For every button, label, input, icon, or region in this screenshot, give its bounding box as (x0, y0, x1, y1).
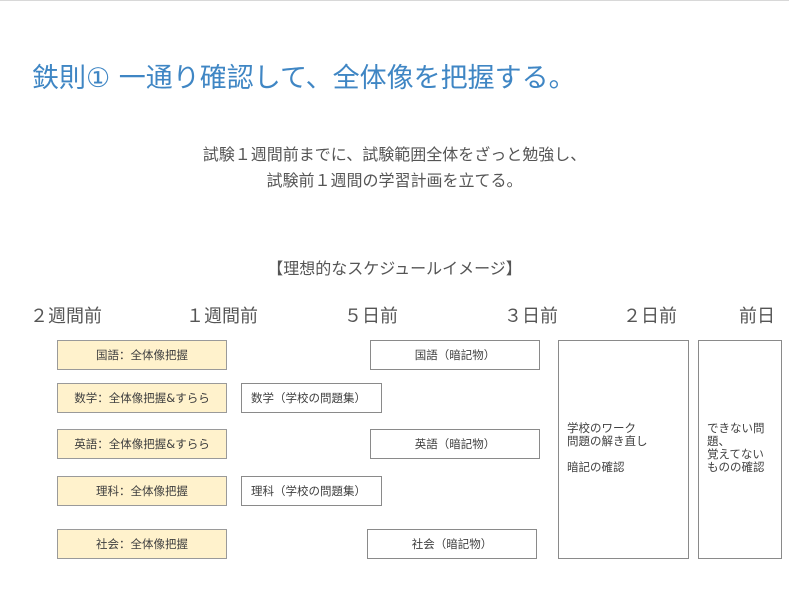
two-days-line-4: 暗記の確認 (567, 460, 625, 474)
intro-line-2: 試験前１週間の学習計画を立てる。 (266, 171, 523, 190)
review-box-social: 社会（暗記物） (367, 529, 537, 559)
day-before-line-1: できない問 (707, 421, 765, 435)
study-box-math: 数学：全体像把握&すらら (57, 383, 227, 413)
timeline-label-3-days: ３日前 (504, 306, 558, 327)
workbook-box-math: 数学（学校の問題集） (241, 383, 382, 413)
workbook-box-science: 理科（学校の問題集） (241, 476, 382, 506)
intro-line-1: 試験１週間前までに、試験範囲全体をざっと勉強し、 (202, 145, 587, 164)
two-days-before-box: 学校のワーク 問題の解き直し 暗記の確認 (558, 340, 689, 559)
timeline-label-day-before: 前日 (739, 306, 775, 327)
top-divider (0, 0, 789, 1)
review-box-english: 英語（暗記物） (370, 429, 540, 459)
two-days-line-1: 学校のワーク (567, 421, 636, 435)
timeline-label-2-days: ２日前 (623, 306, 677, 327)
study-box-social: 社会：全体像把握 (57, 529, 227, 559)
timeline-label-1-week: １週間前 (186, 306, 258, 327)
schedule-heading: 【理想的なスケジュールイメージ】 (267, 259, 522, 278)
day-before-box: できない問 題、 覚えてない ものの確認 (698, 340, 782, 559)
timeline-label-2-weeks: ２週間前 (30, 306, 102, 327)
two-days-line-2: 問題の解き直し (567, 434, 648, 448)
slide-title: 鉄則① 一通り確認して、全体像を把握する。 (32, 63, 576, 94)
review-box-japanese: 国語（暗記物） (370, 340, 540, 370)
timeline-label-5-days: ５日前 (344, 306, 398, 327)
day-before-line-3: 覚えてない (707, 447, 764, 461)
day-before-line-4: ものの確認 (707, 460, 765, 474)
day-before-line-2: 題、 (707, 434, 730, 448)
study-box-japanese: 国語：全体像把握 (57, 340, 227, 370)
study-box-english: 英語：全体像把握&すらら (57, 429, 227, 459)
study-box-science: 理科：全体像把握 (57, 476, 227, 506)
